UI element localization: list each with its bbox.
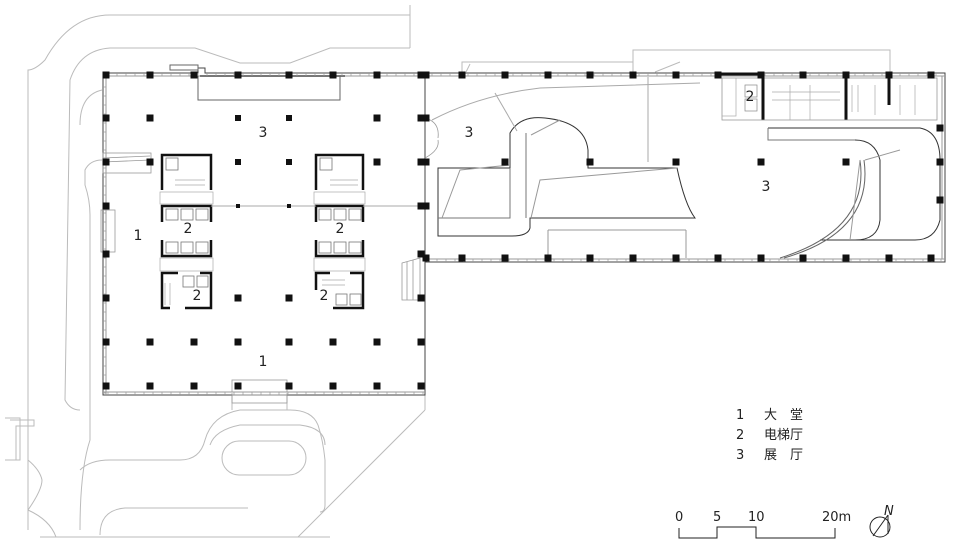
room-label-elev-core-nw: 2 [184,221,193,237]
room-label-lobby-west: 1 [134,228,143,244]
exhibition-walls [431,77,941,259]
legend-number: 1 [736,408,745,423]
legend-label: 电梯厅 [764,428,804,443]
room-label-hall-east: 3 [762,179,771,195]
room-label-lobby-south: 1 [259,354,268,370]
legend-item-lobby: 1 大 堂 [736,406,803,426]
scale-tick-20m: 20m [822,510,851,525]
room-label-elev-core-se: 2 [320,288,329,304]
room-label-hall-north: 3 [259,125,268,141]
room-label-hall-corridor: 3 [465,125,474,141]
scale-bar: 0 5 10 20m [675,510,851,539]
elevator-cores [159,153,366,310]
legend-number: 3 [736,448,745,463]
scale-tick-10: 10 [748,510,765,525]
room-labels: 1 1 3 3 3 2 2 2 2 2 [134,89,771,370]
room-label-elev-core-ne: 2 [336,221,345,237]
legend-item-exhibition-hall: 3 展 厅 [736,446,803,466]
legend-item-elevator-hall: 2 电梯厅 [736,426,803,446]
legend: 1 大 堂 2 电梯厅 3 展 厅 [736,406,803,466]
room-label-elev-core-east: 2 [746,89,755,105]
curtain-wall-ticks [103,73,942,395]
legend-number: 2 [736,428,745,443]
north-label: N [884,504,894,519]
scale-tick-0: 0 [675,510,683,525]
room-label-elev-core-sw: 2 [193,288,202,304]
legend-label: 大 堂 [764,408,804,423]
structural-columns [102,71,944,390]
building-outline [102,64,946,396]
scale-tick-5: 5 [713,510,721,525]
north-arrow-icon: N [869,504,894,538]
legend-label: 展 厅 [764,448,804,463]
